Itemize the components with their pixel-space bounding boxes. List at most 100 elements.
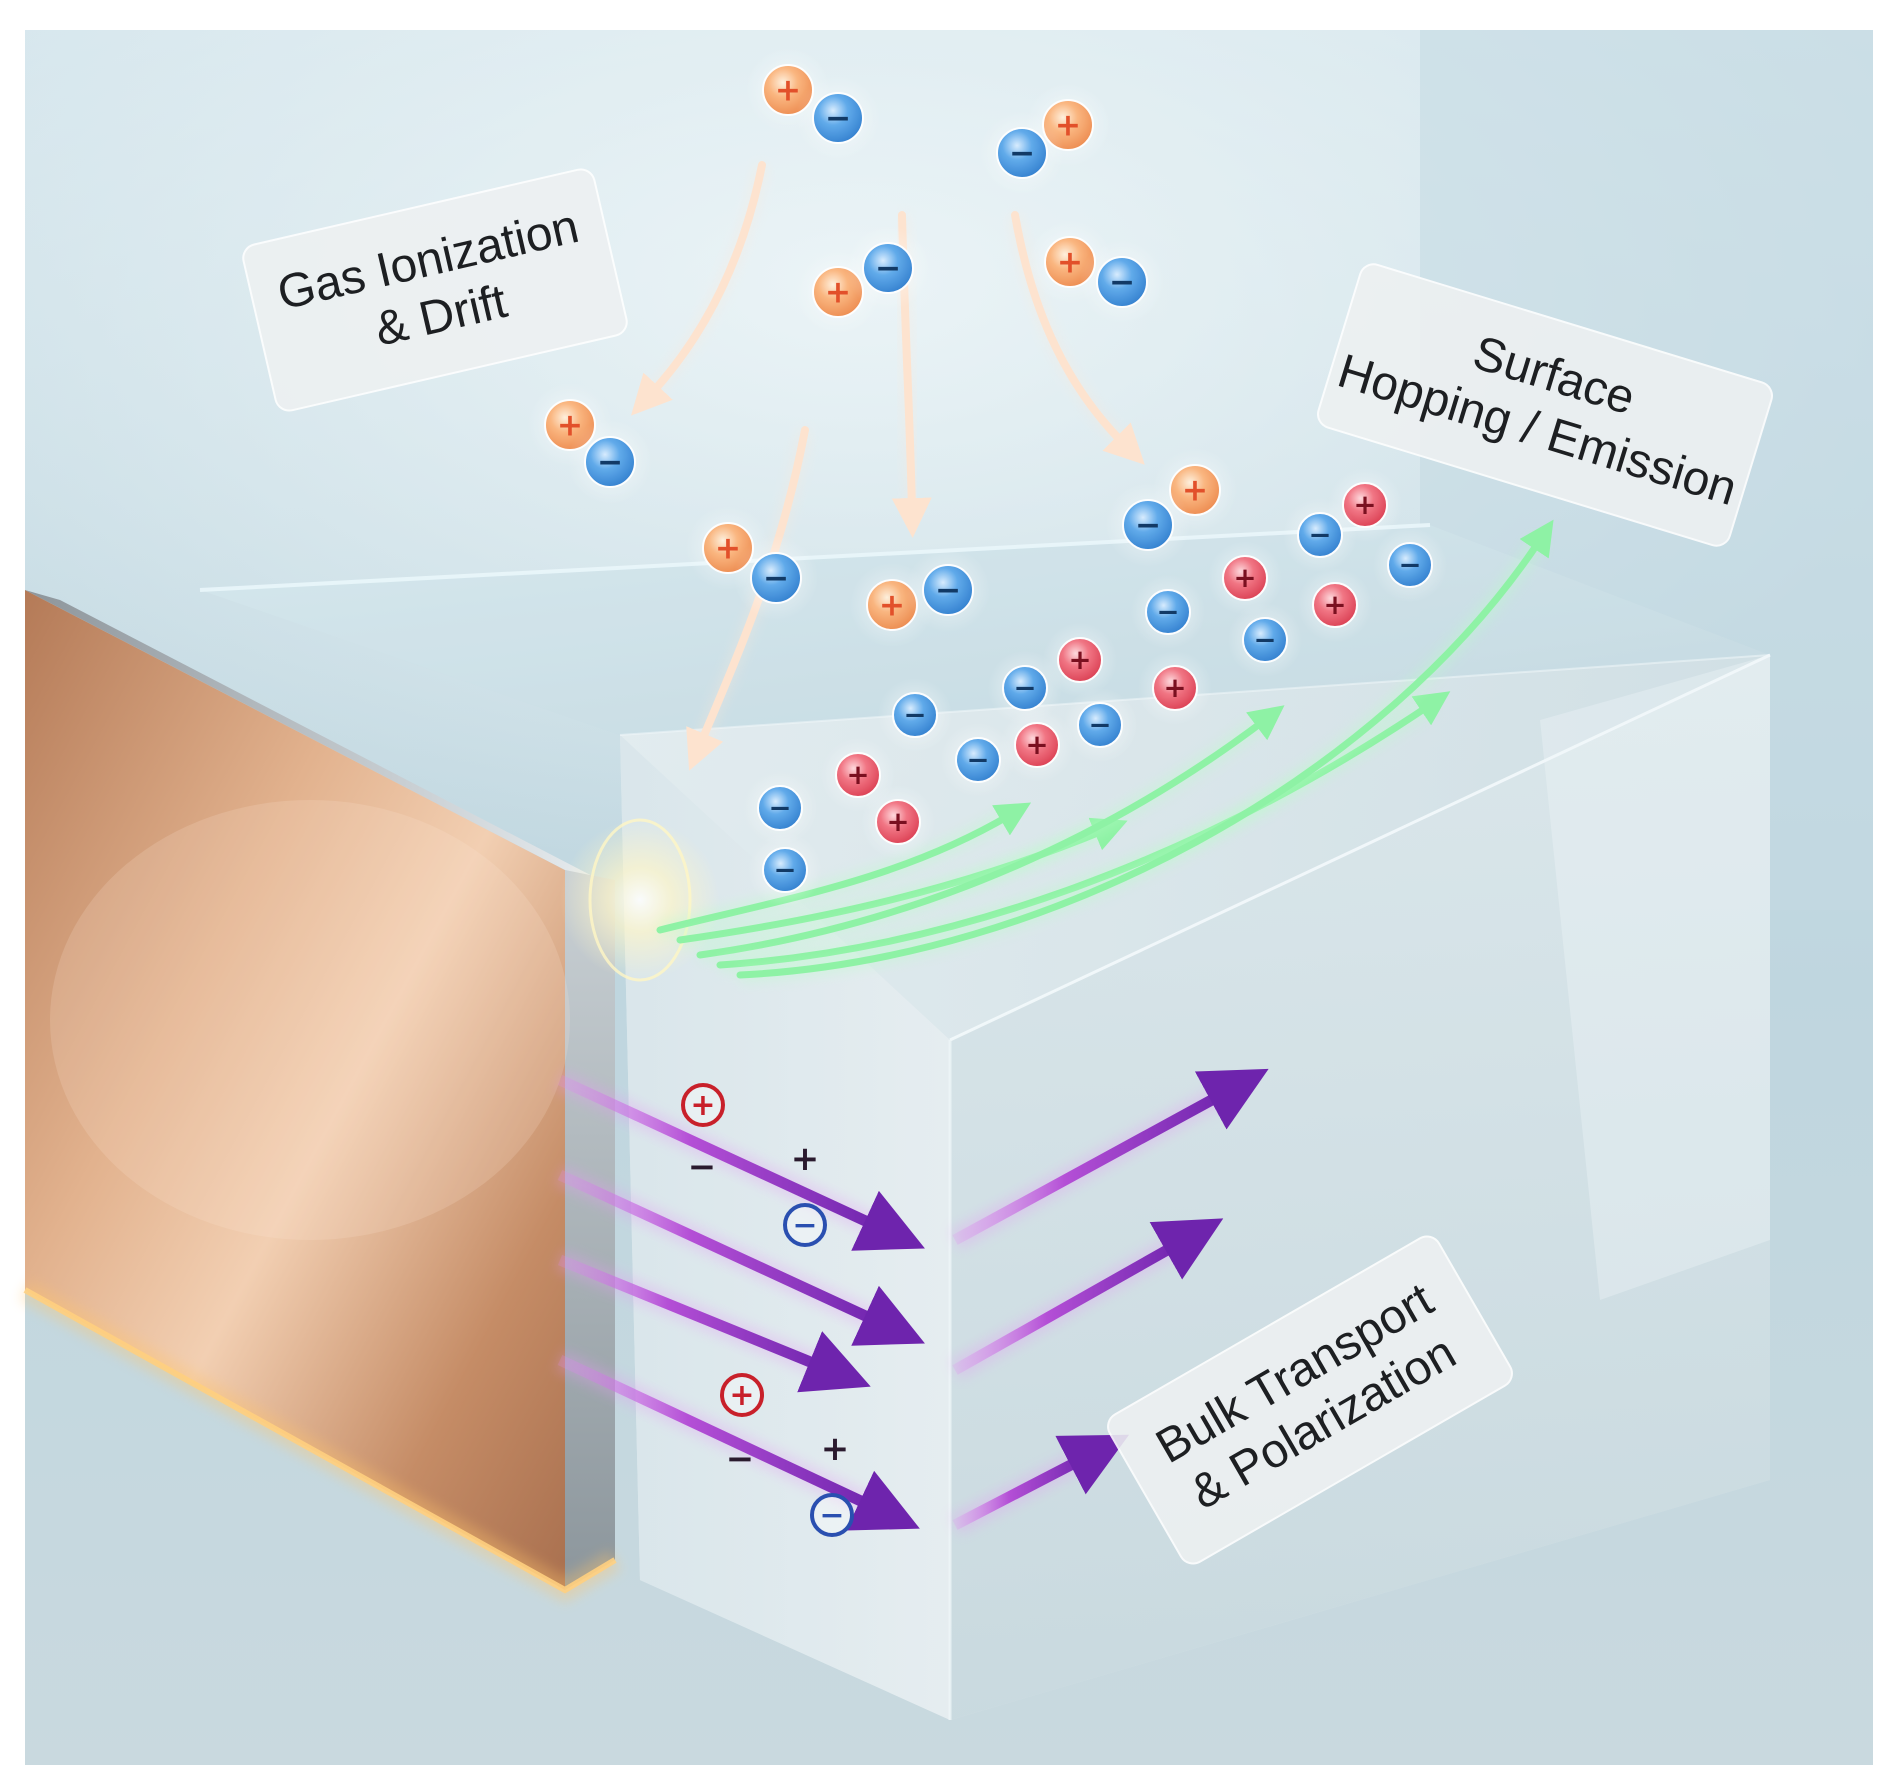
ion-sign: + (775, 73, 801, 109)
circled-plus-icon: + (720, 1373, 764, 1417)
bulk-arrow-icon (952, 1218, 1224, 1375)
ion-sphere (812, 92, 864, 144)
bulk-label-box (1107, 1235, 1513, 1565)
ion-sphere (835, 752, 881, 798)
polarization-signs-group: +−−++−−+ (681, 1083, 854, 1537)
ion-sphere (1057, 637, 1103, 683)
ion-sphere (922, 564, 974, 616)
ion-sign: + (879, 588, 905, 624)
loose-plus-sign: + (821, 1429, 850, 1469)
minus-ion-icon: − (1062, 687, 1138, 763)
ion-sphere (1242, 617, 1288, 663)
ion-sphere (1152, 665, 1198, 711)
ion-sign: + (1057, 245, 1083, 281)
surface-arrow-icon (716, 691, 1451, 969)
ion-sphere (750, 552, 802, 604)
ion-sign: − (966, 744, 989, 776)
triple-point-ring (588, 818, 692, 982)
ion-sign: + (1163, 672, 1186, 704)
minus-ion-icon: − (979, 110, 1065, 196)
ion-sign: − (1009, 136, 1035, 172)
ion-sign: − (768, 792, 791, 824)
surface-arrow-icon (696, 705, 1285, 959)
ion-sign: + (715, 531, 741, 567)
minus-ion-icon: − (742, 770, 818, 846)
ion-sign: − (1135, 508, 1161, 544)
minus-ion-icon: − (1130, 574, 1206, 650)
plus-ion-icon: + (1207, 540, 1283, 616)
minus-ion-icon: − (1282, 497, 1358, 573)
ion-sign: − (903, 699, 926, 731)
ion-sphere (1096, 256, 1148, 308)
bulk-arrow-icon (557, 1254, 871, 1393)
minus-ion-icon: − (1079, 239, 1165, 325)
circled-sign-glyph: − (819, 1498, 844, 1533)
circled-sign-ring (681, 1083, 725, 1127)
ion-sphere (1387, 542, 1433, 588)
bulk-arrows-group (555, 1068, 1269, 1535)
minus-ion-icon: − (905, 547, 991, 633)
ion-sphere (875, 799, 921, 845)
minus-ion-icon: − (1227, 602, 1303, 678)
ion-sign: + (1233, 562, 1256, 594)
surface-arrows-group (656, 519, 1554, 983)
ion-sign: + (846, 759, 869, 791)
ion-sign: − (1013, 672, 1036, 704)
ion-sphere (892, 692, 938, 738)
ion-sign: − (773, 854, 796, 886)
minus-ion-icon: − (747, 832, 823, 908)
bulk-arrow-icon (557, 1075, 925, 1251)
ion-sphere (1145, 589, 1191, 635)
ion-sign: + (886, 806, 909, 838)
circled-plus-icon: + (681, 1083, 725, 1127)
plus-ion-icon: + (860, 784, 936, 860)
minus-ion-icon: − (987, 650, 1063, 726)
surface-label-box (1317, 263, 1773, 547)
ion-sign: − (825, 101, 851, 137)
electrode-top-edge (25, 590, 600, 880)
minus-ion-icon: − (733, 535, 819, 621)
circled-sign-ring (783, 1203, 827, 1247)
block-edge-top (949, 653, 1771, 1042)
ion-sign: + (1068, 644, 1091, 676)
gas-ionization-label: Gas Ionization & Drift (242, 168, 628, 412)
plus-ion-icon: + (1327, 467, 1403, 543)
ion-sign: + (1025, 729, 1048, 761)
ion-sphere (1077, 702, 1123, 748)
ion-sphere (996, 127, 1048, 179)
electrode-brushed-sheen (50, 800, 570, 1240)
ion-sign: − (1088, 709, 1111, 741)
gas-label-box (242, 168, 628, 412)
ion-sign: + (1323, 589, 1346, 621)
ion-sphere (1342, 482, 1388, 528)
ion-sign: − (1156, 596, 1179, 628)
ion-sign: − (935, 573, 961, 609)
minus-ion-icon: − (567, 419, 653, 505)
copper-electrode (19, 590, 621, 1603)
bulk-arrow-icon (952, 1434, 1130, 1530)
ion-sphere (1297, 512, 1343, 558)
minus-ion-icon: − (845, 225, 931, 311)
ion-sign: − (763, 561, 789, 597)
plus-ion-icon: + (1152, 447, 1238, 533)
ion-sign: − (597, 445, 623, 481)
ion-sign: − (1109, 265, 1135, 301)
ion-sign: + (825, 275, 851, 311)
ion-sphere (955, 737, 1001, 783)
ion-sign: − (875, 251, 901, 287)
minus-ion-icon: − (1372, 527, 1448, 603)
surface-arrow-icon (656, 802, 1032, 934)
plus-ion-icon: + (1297, 567, 1373, 643)
drift-arrow-icon (1011, 211, 1145, 465)
ion-sign: − (1398, 549, 1421, 581)
ions-group: +−+−+−+−+−+−+−+−+−−+−+−+−+−−+−+−+− (527, 47, 1448, 908)
ion-sphere (762, 847, 808, 893)
circled-minus-icon: − (783, 1203, 827, 1247)
circled-sign-glyph: + (729, 1378, 754, 1413)
loose-minus-sign: − (726, 1439, 755, 1479)
circled-sign-glyph: − (792, 1208, 817, 1243)
ion-sphere (1014, 722, 1060, 768)
ion-sign: − (1253, 624, 1276, 656)
